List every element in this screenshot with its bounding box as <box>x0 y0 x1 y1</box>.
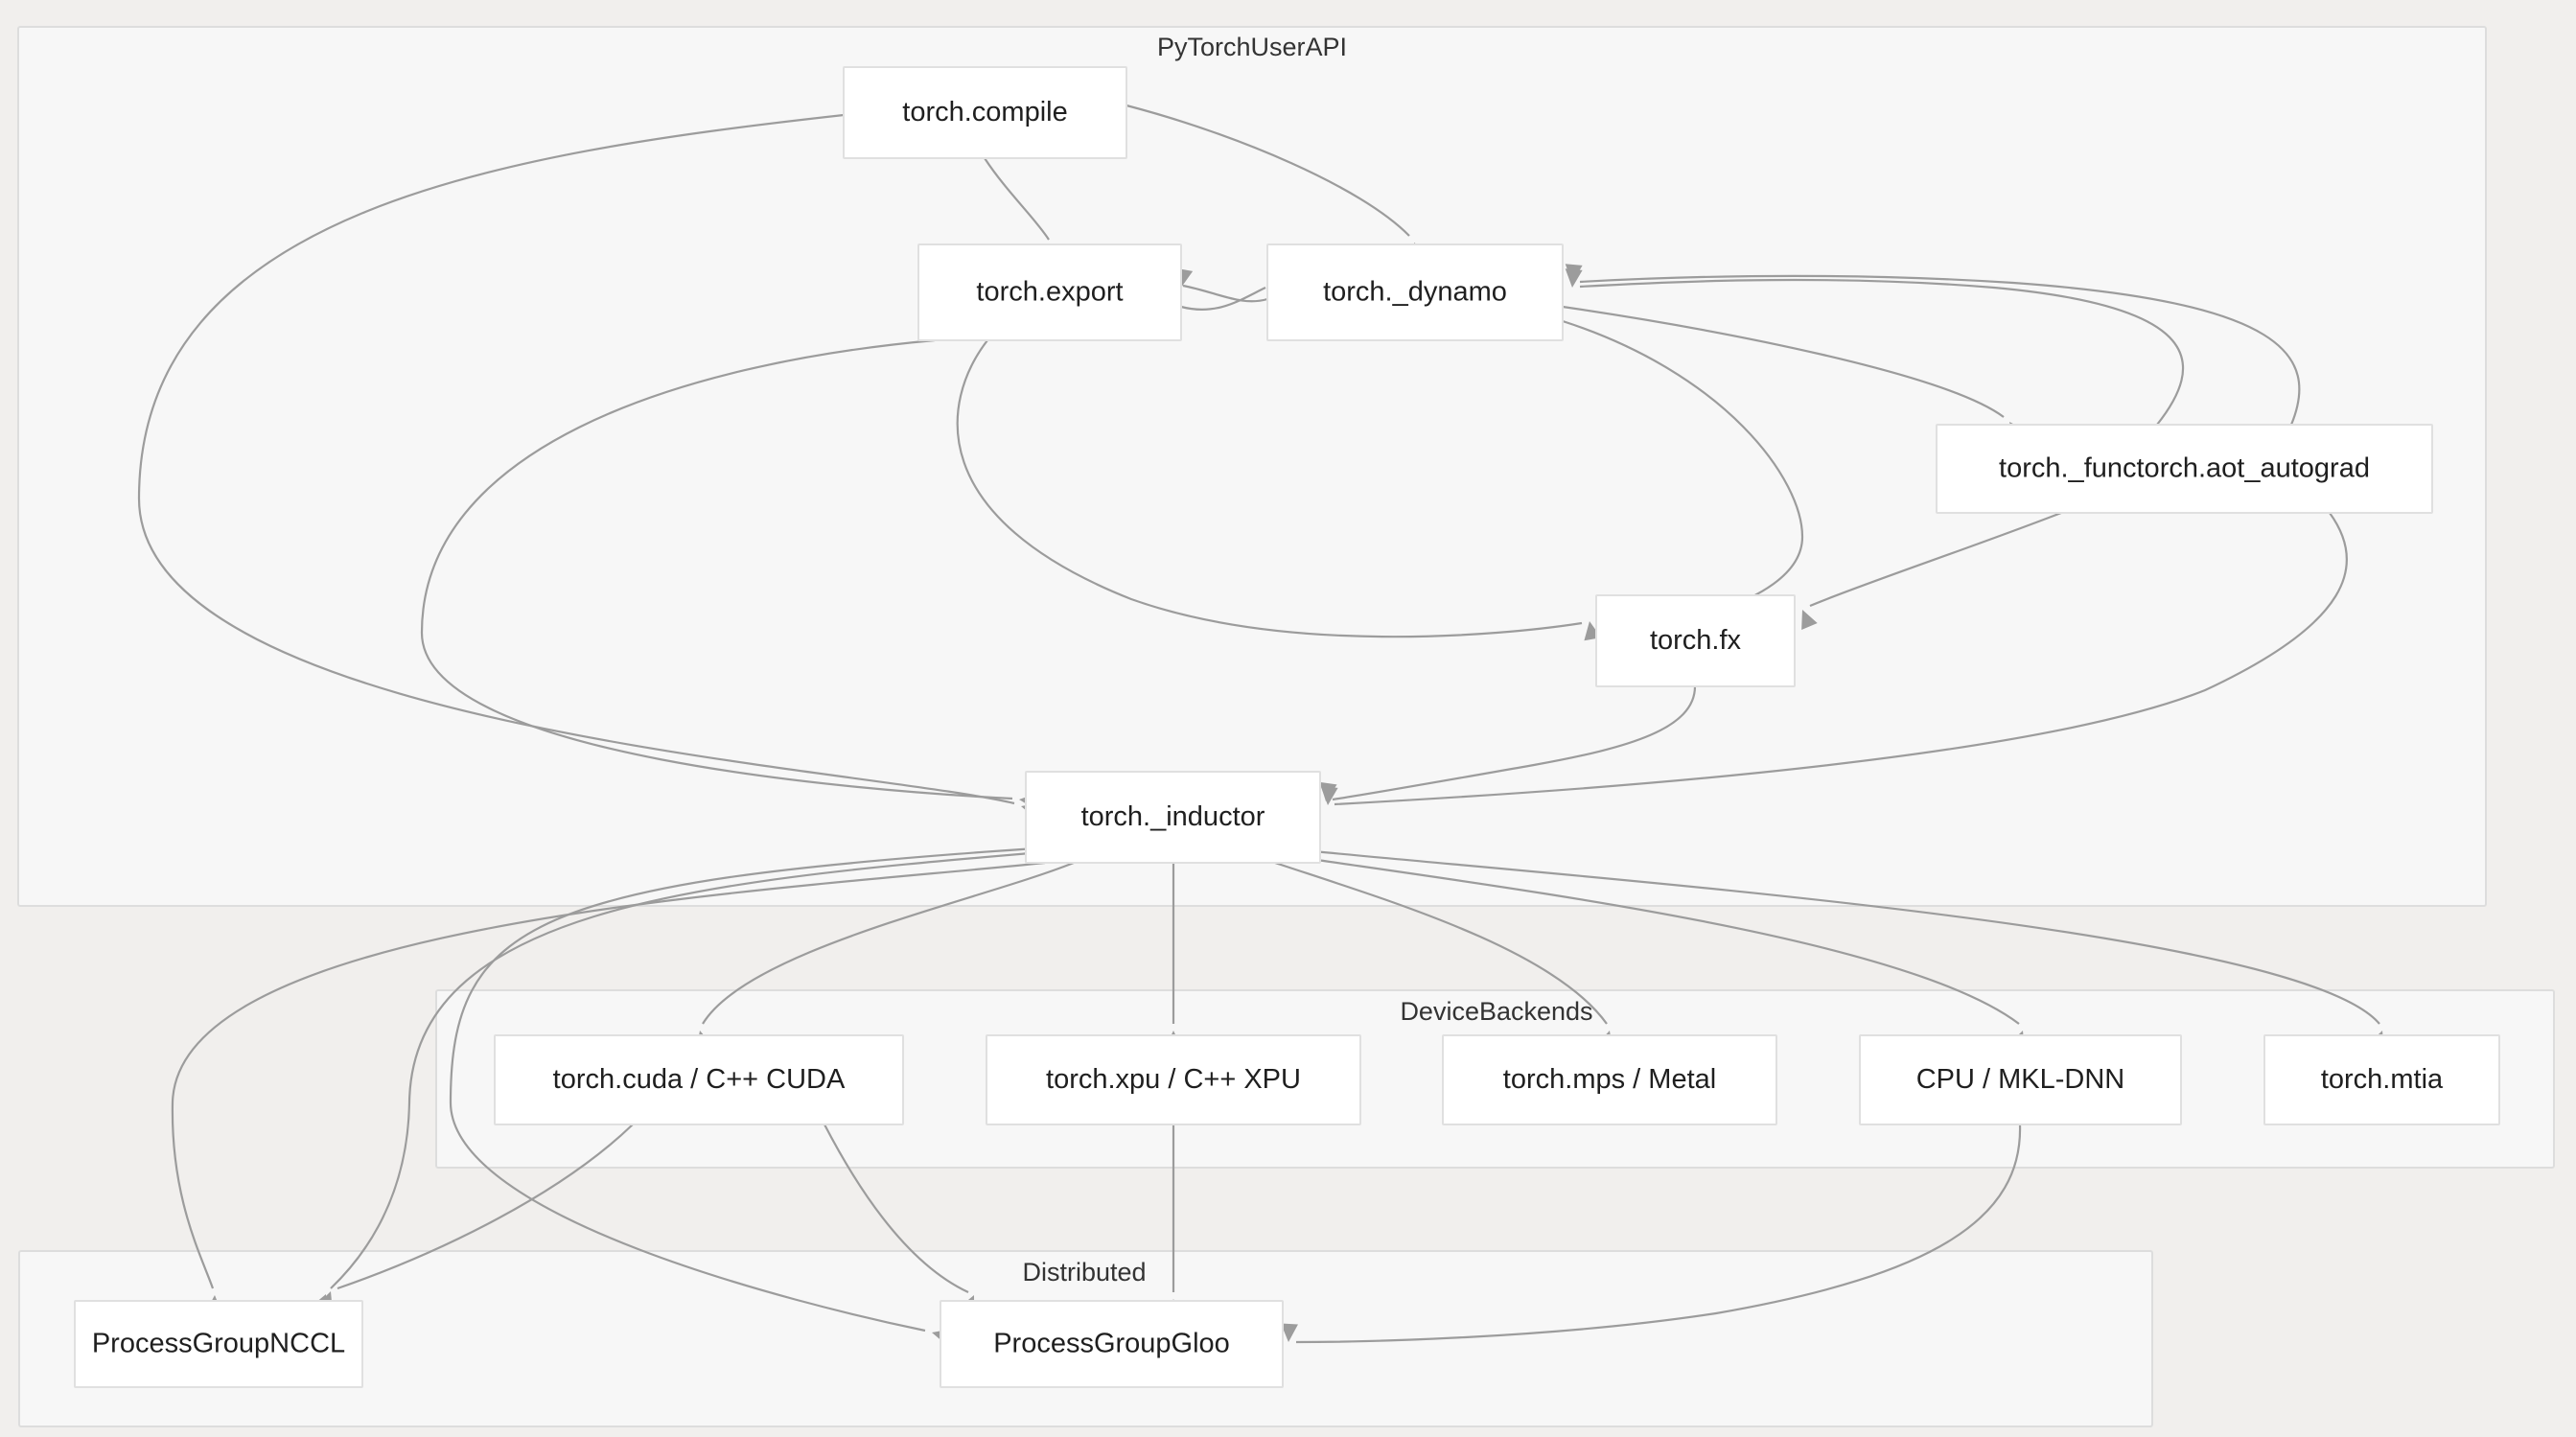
cluster-label: PyTorchUserAPI <box>1157 33 1347 61</box>
node-label: torch.cuda / C++ CUDA <box>553 1064 846 1095</box>
edge-line <box>1303 856 2020 1025</box>
edge-line <box>420 338 1013 800</box>
edge-arrowhead <box>1565 264 1583 283</box>
node-pg_gloo[interactable]: ProcessGroupGloo <box>940 1300 1284 1388</box>
cluster-label: DeviceBackends <box>1400 997 1592 1026</box>
edge-line <box>1182 284 1268 303</box>
node-cpu_mkldnn[interactable]: CPU / MKL-DNN <box>1859 1034 2182 1125</box>
node-box[interactable] <box>843 66 1127 159</box>
node-box[interactable] <box>940 1300 1284 1388</box>
node-aot_autograd[interactable]: torch._functorch.aot_autograd <box>1936 424 2433 514</box>
node-box[interactable] <box>1936 424 2433 514</box>
edge-line <box>1562 319 1804 613</box>
edge-arrowhead <box>1281 1323 1298 1342</box>
edge-line <box>1579 278 2185 426</box>
node-box[interactable] <box>1595 594 1796 687</box>
node-label: torch.mps / Metal <box>1503 1064 1716 1095</box>
edge-aot_autograd-to-torch_fx <box>1801 511 2062 631</box>
node-box[interactable] <box>494 1034 904 1125</box>
edge-cpu_mkldnn-to-pg_gloo <box>1281 1124 2022 1344</box>
edge-aot_autograd-to-torch_dynamo <box>1565 264 2301 426</box>
node-torch_compile[interactable]: torch.compile <box>843 66 1127 159</box>
node-label: CPU / MKL-DNN <box>1916 1064 2125 1095</box>
node-box[interactable] <box>1859 1034 2182 1125</box>
edge-line <box>984 157 1050 241</box>
node-torch_export[interactable]: torch.export <box>917 243 1182 341</box>
cluster-pytorch_user_api: PyTorchUserAPI <box>17 26 2487 907</box>
edge-line <box>1274 861 1608 1025</box>
node-label: torch.compile <box>902 97 1067 127</box>
node-box[interactable] <box>1025 771 1321 864</box>
node-torch_inductor[interactable]: torch._inductor <box>1025 771 1321 864</box>
node-label: torch.mtia <box>2321 1064 2444 1095</box>
node-label: torch.export <box>976 277 1123 308</box>
edge-line <box>1312 849 2380 1025</box>
node-label: torch._functorch.aot_autograd <box>1999 453 2370 484</box>
node-box[interactable] <box>986 1034 1361 1125</box>
edge-line <box>1126 104 1410 237</box>
node-box[interactable] <box>1442 1034 1777 1125</box>
edge-line <box>956 339 1583 638</box>
edge-line <box>449 846 1036 1333</box>
cluster-box <box>17 26 2487 907</box>
node-label: torch.fx <box>1650 625 1742 656</box>
node-label: torch._dynamo <box>1323 277 1507 308</box>
edge-torch_fx-to-torch_inductor <box>1319 685 1697 801</box>
edge-line <box>337 1124 634 1290</box>
node-torch_mps[interactable]: torch.mps / Metal <box>1442 1034 1777 1125</box>
node-torch_fx[interactable]: torch.fx <box>1595 594 1796 687</box>
node-box[interactable] <box>917 243 1182 341</box>
edge-line <box>171 861 1046 1289</box>
nodes-layer: torch.compile torch.export torch._dynamoto… <box>74 66 2500 1388</box>
edge-arrowhead <box>1319 781 1337 801</box>
edge-line <box>1295 1124 2022 1344</box>
node-label: torch._inductor <box>1081 801 1265 832</box>
node-label: ProcessGroupNCCL <box>92 1329 345 1359</box>
edge-line <box>1332 685 1697 801</box>
node-label: torch.xpu / C++ XPU <box>1046 1064 1301 1095</box>
edge-line <box>1562 305 2005 418</box>
node-box[interactable] <box>2263 1034 2500 1125</box>
edge-arrowhead <box>1801 610 1818 631</box>
edge-line <box>137 113 1015 805</box>
node-box[interactable] <box>1266 243 1564 341</box>
node-label: ProcessGroupGloo <box>993 1329 1230 1359</box>
node-torch_cuda[interactable]: torch.cuda / C++ CUDA <box>494 1034 904 1125</box>
edge-line <box>1579 274 2301 426</box>
node-torch_xpu[interactable]: torch.xpu / C++ XPU <box>986 1034 1361 1125</box>
node-torch_mtia[interactable]: torch.mtia <box>2263 1034 2500 1125</box>
edge-line <box>1334 512 2349 806</box>
edge-line <box>330 851 1032 1289</box>
node-box[interactable] <box>74 1300 363 1388</box>
cluster-label: Distributed <box>1022 1258 1146 1286</box>
node-pg_nccl[interactable]: ProcessGroupNCCL <box>74 1300 363 1388</box>
edge-line <box>824 1124 969 1293</box>
edge-line <box>702 861 1075 1025</box>
node-torch_dynamo[interactable]: torch._dynamo <box>1266 243 1564 341</box>
edge-line <box>1809 511 2062 608</box>
edge-line <box>1180 287 1266 312</box>
